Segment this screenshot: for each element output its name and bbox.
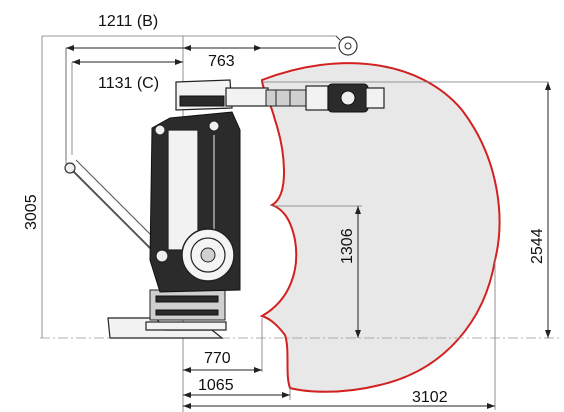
lifting-eye-icon	[335, 35, 358, 56]
dim-1211: 1211 (B)	[66, 13, 336, 51]
dim-3005: 3005	[23, 194, 40, 230]
dim-763: 763	[183, 45, 262, 70]
dim-label-1306: 1306	[339, 228, 356, 264]
robot-lower-arm	[149, 111, 241, 293]
dim-label-1211: 1211 (B)	[98, 13, 158, 30]
dim-1131: 1131 (C)	[72, 59, 183, 92]
robot-base	[107, 289, 227, 339]
dim-label-1065: 1065	[198, 377, 234, 394]
robot-upper-arm	[175, 79, 385, 113]
dim-label-2544: 2544	[529, 228, 546, 264]
working-envelope	[259, 62, 501, 393]
dim-770: 770	[183, 350, 262, 373]
dim-label-770: 770	[204, 350, 231, 367]
dim-label-3005: 3005	[23, 194, 40, 230]
dim-3102: 3102	[183, 389, 495, 409]
dim-2544: 2544	[529, 82, 551, 338]
dim-1306: 1306	[339, 206, 361, 338]
dim-1065: 1065	[183, 377, 290, 398]
dim-label-1131: 1131 (C)	[98, 75, 159, 92]
dim-label-3102: 3102	[412, 389, 448, 406]
dim-label-763: 763	[208, 53, 235, 70]
